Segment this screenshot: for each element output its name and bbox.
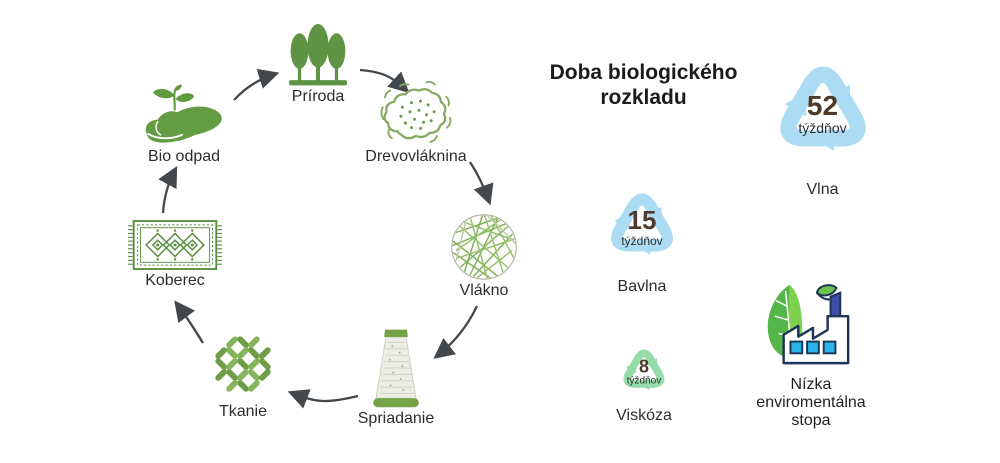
cycle-step-koberec: Koberec <box>126 218 224 290</box>
carpet-icon <box>127 220 223 270</box>
duration-value: 52 <box>806 90 839 122</box>
duration-unit: týždňov <box>621 233 663 248</box>
yarn-cone-icon <box>373 329 419 408</box>
arrow-spriadanie-to-tkanie <box>287 389 359 409</box>
woven-fabric-icon <box>215 336 271 392</box>
cycle-step-label: Drevovláknina <box>365 148 467 165</box>
duration-value: 15 <box>627 205 657 236</box>
arrow-drevovlaknina-to-vlakno <box>469 161 494 206</box>
cycle-step-label: Príroda <box>291 88 345 105</box>
footprint-block: Nízka enviromentálna stopa <box>748 281 874 430</box>
cycle-step-label: Tkanie <box>218 403 268 420</box>
arrow-bio-odpad-to-priroda <box>233 68 280 101</box>
wood-pulp-icon <box>380 80 452 143</box>
decomposition-item-viskoza: 8 týždňov Viskóza <box>600 332 688 425</box>
cycle-step-vlakno: Vlákno <box>446 212 522 300</box>
material-label: Vlna <box>806 181 839 198</box>
cycle-step-label: Bio odpad <box>147 148 221 165</box>
cycle-step-spriadanie: Spriadanie <box>352 326 440 428</box>
duration: 15 týždňov <box>586 207 698 247</box>
panel-title: Doba biologického rozkladu <box>549 61 738 109</box>
arrow-tkanie-to-koberec <box>174 300 204 344</box>
cycle-step-drevovlaknina: Drevovláknina <box>357 80 475 166</box>
material-label: Bavlna <box>617 278 667 295</box>
duration: 8 týždňov <box>606 357 682 386</box>
trees-icon <box>288 23 348 86</box>
arrow-koberec-to-bio-odpad <box>158 165 178 214</box>
cycle-step-label: Koberec <box>145 272 205 289</box>
cycle-step-priroda: Príroda <box>280 22 356 106</box>
eco-factory-icon <box>767 284 850 365</box>
cycle-step-tkanie: Tkanie <box>203 325 283 421</box>
cycle-step-label: Spriadanie <box>357 410 435 427</box>
duration-unit: týždňov <box>798 119 847 136</box>
decomposition-item-vlna: 52 týždňov Vlna <box>740 30 905 199</box>
duration-value: 8 <box>638 356 649 377</box>
duration: 52 týždňov <box>748 91 898 135</box>
decomposition-item-bavlna: 15 týždňov Bavlna <box>582 167 702 296</box>
arrow-vlakno-to-spriadanie <box>433 305 479 359</box>
cycle-step-bio-odpad: Bio odpad <box>128 84 240 166</box>
footprint-label: Nízka enviromentálna stopa <box>756 376 866 429</box>
material-label: Viskóza <box>616 407 672 424</box>
hand-seedling-icon <box>145 84 222 143</box>
duration-unit: týždňov <box>626 375 662 387</box>
fiber-ball-icon <box>451 214 517 280</box>
cycle-step-label: Vlákno <box>459 282 509 299</box>
